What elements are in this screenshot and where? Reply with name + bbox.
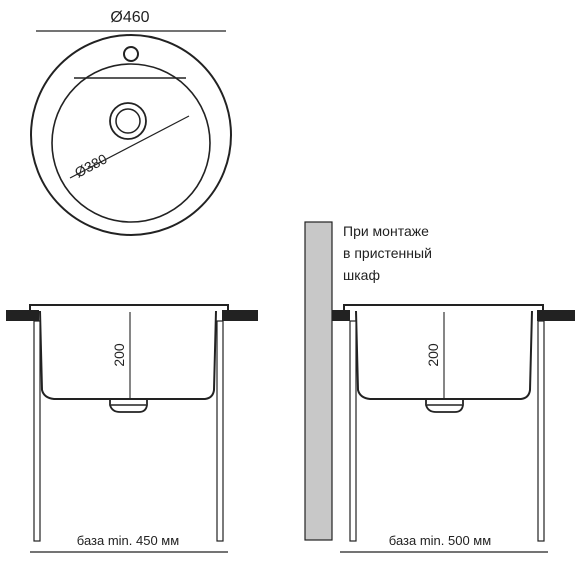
installation-note-line-1: При монтаже: [343, 223, 429, 239]
drain-inner: [115, 108, 141, 134]
drain-section: [425, 399, 464, 413]
cabinet-wall-right: [537, 320, 545, 542]
base-label: база min. 450 мм: [77, 533, 179, 548]
sink-bowl-section: [355, 310, 533, 400]
left-section-view: 200 база min. 450 мм: [6, 304, 258, 553]
depth-label: 200: [425, 343, 441, 367]
right-section-view: 200 база min. 500 мм При монтаже в прист…: [304, 221, 575, 553]
inner-diameter-label: Ø380: [72, 150, 110, 180]
installation-note-line-2: в пристенный: [343, 245, 432, 261]
countertop-left: [332, 310, 350, 321]
sink-rim-flange: [29, 304, 229, 313]
drain-section: [109, 399, 148, 413]
countertop-right: [537, 310, 575, 321]
installation-note-line-3: шкаф: [343, 267, 380, 283]
sink-outer-rim: [30, 34, 232, 236]
cabinet-wall-left: [349, 320, 357, 542]
outer-diameter-label: Ø460: [110, 9, 149, 26]
faucet-hole: [123, 46, 139, 62]
depth-label: 200: [111, 343, 127, 367]
cabinet-wall-right: [216, 320, 224, 542]
wall: [304, 221, 333, 541]
top-view: Ø460 Ø380: [30, 9, 232, 236]
sink-rim-flange: [343, 304, 544, 313]
cabinet-wall-left: [33, 320, 41, 542]
countertop-left: [6, 310, 39, 321]
sink-bowl: [51, 63, 211, 223]
countertop-right: [222, 310, 258, 321]
sink-bowl-section: [39, 310, 217, 400]
drain-outer: [109, 102, 147, 140]
inner-diameter-dimension-line: [69, 115, 190, 179]
base-label: база min. 500 мм: [389, 533, 491, 548]
